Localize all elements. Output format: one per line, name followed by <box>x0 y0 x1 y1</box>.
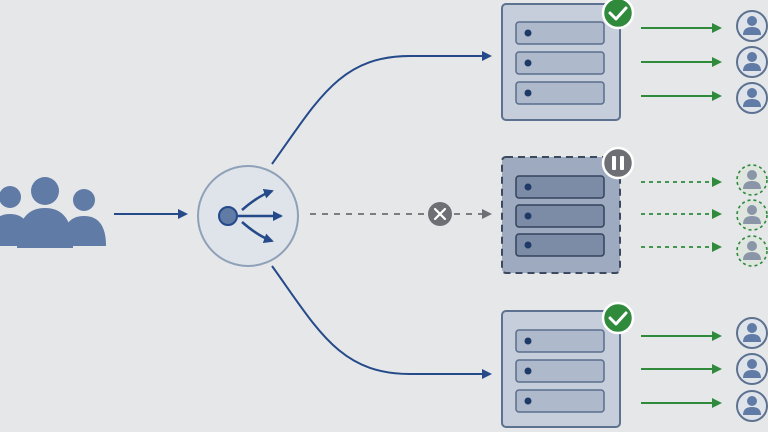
client-avatar-icon <box>736 82 768 114</box>
bottom-client-links <box>641 331 722 408</box>
server-top <box>501 0 635 121</box>
client-avatar-icon <box>736 235 768 267</box>
server-slot <box>515 329 605 353</box>
pause-icon <box>601 146 635 180</box>
server-slot <box>515 359 605 383</box>
client-avatar-icon <box>736 46 768 78</box>
server-slot <box>515 233 605 257</box>
link-to-server-bottom <box>271 265 492 379</box>
load-balancer-node <box>197 165 299 267</box>
middle-client-links <box>641 177 722 252</box>
client-avatar-icon <box>736 317 768 349</box>
users-icon <box>0 177 106 248</box>
check-icon <box>601 301 635 335</box>
server-slot <box>515 389 605 413</box>
server-slot <box>515 81 605 105</box>
split-arrows-icon <box>218 188 283 244</box>
server-slot <box>515 204 605 228</box>
x-icon <box>428 202 452 226</box>
client-avatar-icon <box>736 390 768 422</box>
server-slot <box>515 51 605 75</box>
client-avatar-icon <box>736 164 768 196</box>
top-client-links <box>641 23 722 101</box>
check-icon <box>601 0 635 30</box>
server-slot <box>515 175 605 199</box>
client-avatar-icon <box>736 353 768 385</box>
client-avatar-icon <box>736 199 768 231</box>
server-middle <box>501 146 635 274</box>
server-bottom <box>501 301 635 428</box>
server-slot <box>515 21 605 45</box>
client-avatar-icon <box>736 10 768 42</box>
link-to-server-top <box>271 51 492 165</box>
